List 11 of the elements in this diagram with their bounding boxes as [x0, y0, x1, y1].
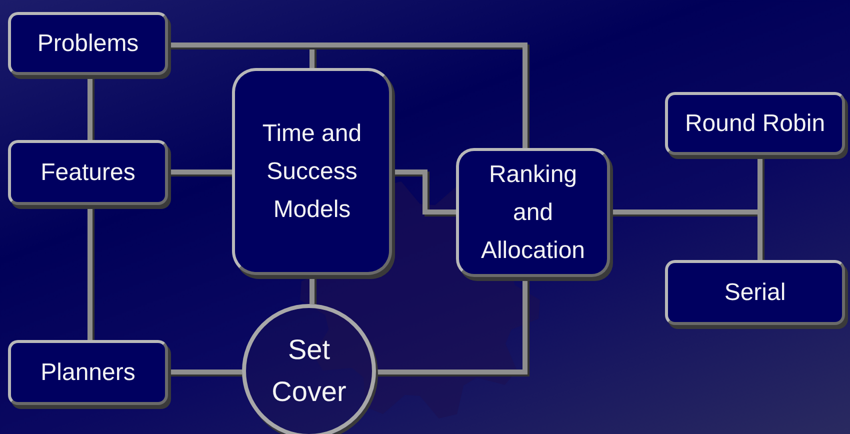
node-label: Problems — [36, 28, 140, 58]
node-label: Time and Success Models — [261, 118, 363, 224]
node-label: Serial — [723, 278, 787, 308]
node-label: Ranking and Allocation — [480, 160, 586, 266]
node-label: Set Cover — [270, 333, 348, 409]
connector-line — [392, 170, 456, 214]
node-label: Planners — [40, 358, 136, 388]
node-label: Features — [40, 158, 136, 188]
connector-line — [168, 170, 232, 174]
node-label: Round Robin — [684, 108, 826, 138]
connector-line — [168, 370, 242, 374]
